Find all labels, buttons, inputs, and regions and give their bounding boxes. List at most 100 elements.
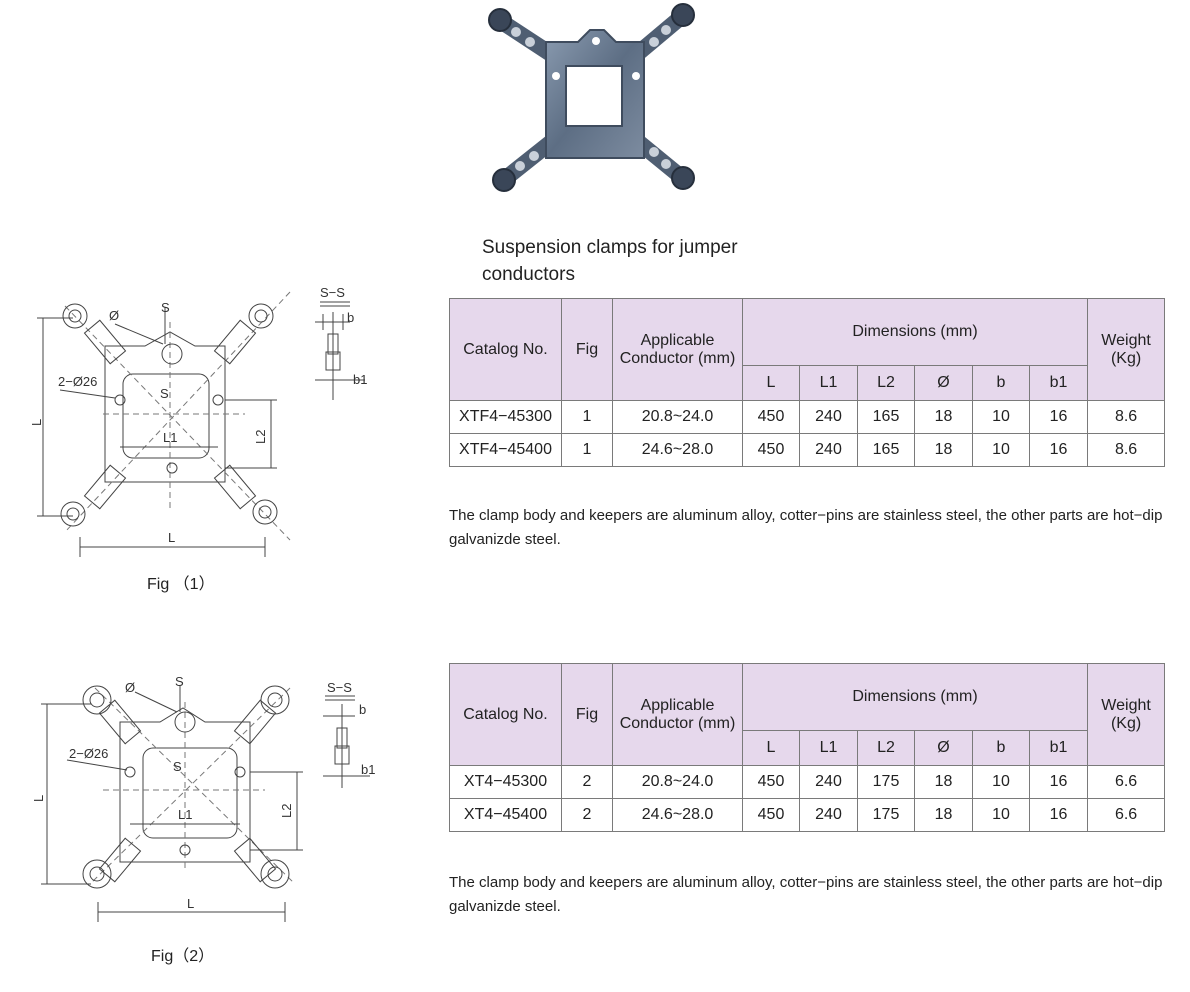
header-weight: Weight (Kg) [1087, 298, 1166, 401]
fig2-section-label: S−S [327, 680, 352, 695]
cell-catalog: XTF4−45400 [449, 433, 562, 467]
header-dim-b1: b1 [1028, 365, 1089, 401]
header-conductor: Applicable Conductor (mm) [612, 663, 743, 766]
cell-l2: 165 [857, 433, 915, 467]
fig1-caption: Fig （1） [147, 576, 215, 593]
cell-l: 450 [742, 765, 800, 799]
fig2-b-label: b [359, 702, 366, 717]
fig2-drawing: Ø S S 2−Ø26 L L L1 L2 S−S b b1 [25, 672, 380, 922]
fig2-l1-label: L1 [178, 807, 192, 822]
cell-phi: 18 [914, 798, 973, 832]
fig1-l-horizontal-label: L [168, 530, 175, 545]
fig2-l2-label: L2 [279, 804, 294, 818]
cell-l1: 240 [799, 798, 858, 832]
fig2-caption: Fig（2） [151, 948, 215, 965]
cell-b: 10 [972, 798, 1030, 832]
table-row: XT4−45400 2 24.6~28.0 450 240 175 18 10 … [449, 798, 1166, 832]
cell-phi: 18 [914, 400, 973, 434]
header-dim-phi: Ø [914, 365, 973, 401]
header-catalog: Catalog No. [449, 298, 562, 401]
fig1-l1-label: L1 [163, 430, 177, 445]
cell-fig: 1 [561, 400, 613, 434]
table-row: XTF4−45300 1 20.8~24.0 450 240 165 18 10… [449, 400, 1166, 434]
fig2-s-label-inner: S [173, 759, 182, 774]
cell-weight: 6.6 [1087, 765, 1166, 799]
cell-l1: 240 [799, 765, 858, 799]
cell-b: 10 [972, 433, 1030, 467]
header-dim-l: L [742, 365, 800, 401]
cell-l2: 165 [857, 400, 915, 434]
fig1-b1-label: b1 [353, 372, 367, 387]
product-title-line2: conductors [482, 264, 575, 285]
header-dim-b: b [972, 365, 1030, 401]
cell-b1: 16 [1028, 433, 1089, 467]
product-photo [480, 0, 710, 200]
spec-table-1: Catalog No. Fig Applicable Conductor (mm… [449, 298, 1166, 467]
cell-l: 450 [742, 433, 800, 467]
cell-weight: 8.6 [1087, 400, 1166, 434]
cell-weight: 6.6 [1087, 798, 1166, 832]
fig2-b1-label: b1 [361, 762, 375, 777]
cell-l2: 175 [857, 798, 915, 832]
header-dimensions: Dimensions (mm) [741, 298, 1089, 366]
header-weight: Weight (Kg) [1087, 663, 1166, 766]
product-title-line1: Suspension clamps for jumper [482, 237, 738, 258]
material-note-2: The clamp body and keepers are aluminum … [449, 874, 1163, 915]
header-dim-b1: b1 [1028, 730, 1089, 766]
cell-fig: 1 [561, 433, 613, 467]
header-dim-l1: L1 [799, 365, 858, 401]
fig2-holes-label: 2−Ø26 [69, 746, 108, 761]
cell-l1: 240 [799, 400, 858, 434]
fig1-drawing: Ø S S 2−Ø26 L L L1 L2 S−S b b1 [25, 282, 375, 562]
header-catalog: Catalog No. [449, 663, 562, 766]
header-dimensions: Dimensions (mm) [741, 663, 1089, 731]
header-dim-l2: L2 [857, 730, 915, 766]
material-note-1: The clamp body and keepers are aluminum … [449, 507, 1163, 548]
fig2-s-label: S [175, 674, 184, 689]
cell-fig: 2 [561, 798, 613, 832]
cell-conductor: 20.8~24.0 [612, 400, 743, 434]
header-dim-l2: L2 [857, 365, 915, 401]
cell-conductor: 24.6~28.0 [612, 433, 743, 467]
cell-l: 450 [742, 400, 800, 434]
cell-l: 450 [742, 798, 800, 832]
cell-catalog: XTF4−45300 [449, 400, 562, 434]
header-conductor: Applicable Conductor (mm) [612, 298, 743, 401]
header-fig: Fig [561, 663, 613, 766]
fig1-b-label: b [347, 310, 354, 325]
product-title: Suspension clamps for jumper conductors [482, 234, 738, 288]
fig1-holes-label: 2−Ø26 [58, 374, 97, 389]
cell-b: 10 [972, 400, 1030, 434]
table-row: XT4−45300 2 20.8~24.0 450 240 175 18 10 … [449, 765, 1166, 799]
cell-phi: 18 [914, 765, 973, 799]
fig2-l-vertical-label: L [31, 795, 46, 802]
header-dim-l1: L1 [799, 730, 858, 766]
fig1-section-label: S−S [320, 285, 345, 300]
cell-l2: 175 [857, 765, 915, 799]
cell-l1: 240 [799, 433, 858, 467]
cell-b1: 16 [1028, 798, 1089, 832]
cell-phi: 18 [914, 433, 973, 467]
cell-conductor: 24.6~28.0 [612, 798, 743, 832]
cell-b: 10 [972, 765, 1030, 799]
fig1-s-label: S [161, 300, 170, 315]
header-dim-l: L [742, 730, 800, 766]
cell-catalog: XT4−45400 [449, 798, 562, 832]
cell-b1: 16 [1028, 400, 1089, 434]
cell-fig: 2 [561, 765, 613, 799]
fig2-l-horizontal-label: L [187, 896, 194, 911]
header-dim-phi: Ø [914, 730, 973, 766]
cell-b1: 16 [1028, 765, 1089, 799]
table-row: XTF4−45400 1 24.6~28.0 450 240 165 18 10… [449, 433, 1166, 467]
fig1-l-vertical-label: L [29, 419, 44, 426]
header-dim-b: b [972, 730, 1030, 766]
fig2-phi-label: Ø [125, 680, 135, 695]
cell-weight: 8.6 [1087, 433, 1166, 467]
fig1-phi-label: Ø [109, 308, 119, 323]
header-fig: Fig [561, 298, 613, 401]
cell-conductor: 20.8~24.0 [612, 765, 743, 799]
fig1-s-label-inner: S [160, 386, 169, 401]
spec-table-2: Catalog No. Fig Applicable Conductor (mm… [449, 663, 1166, 832]
fig1-l2-label: L2 [253, 430, 268, 444]
cell-catalog: XT4−45300 [449, 765, 562, 799]
